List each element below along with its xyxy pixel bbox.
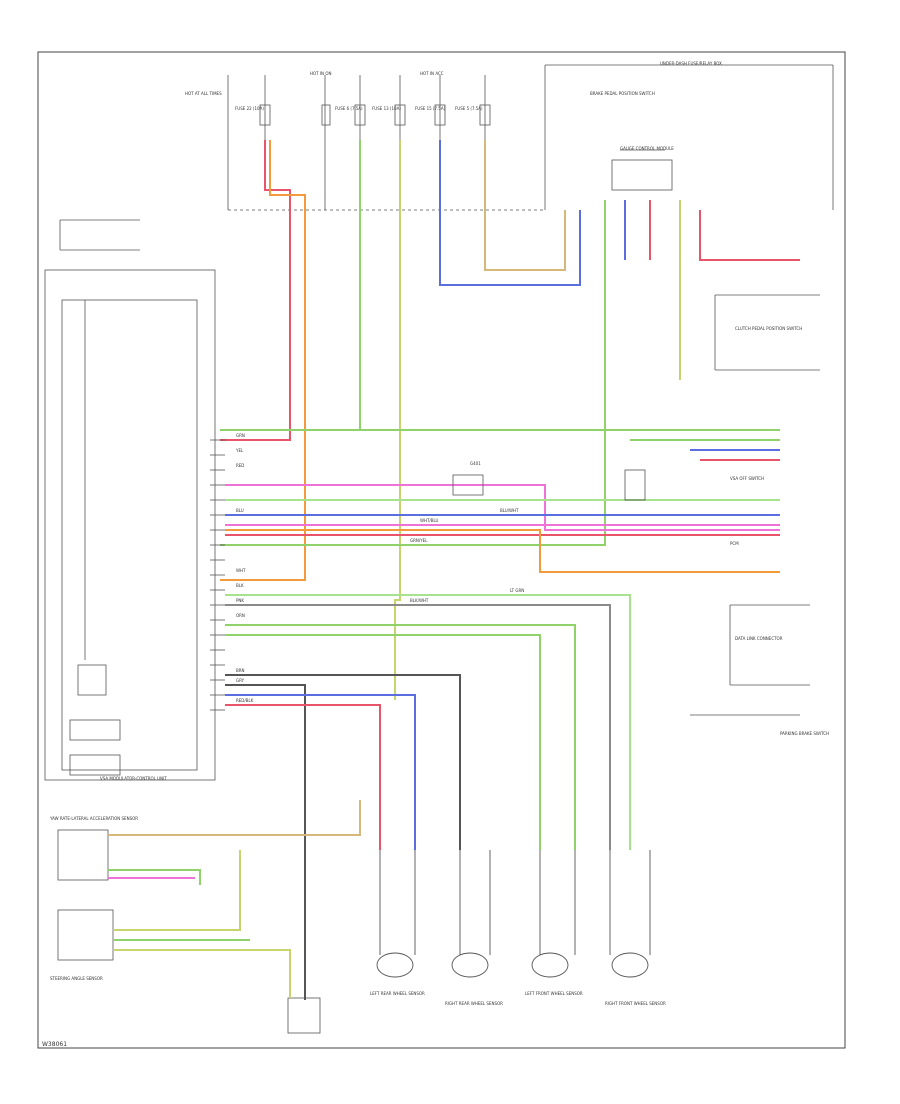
label-vsa-unit: VSA MODULATOR-CONTROL UNIT [100, 776, 167, 781]
vertical-feed-wires [220, 140, 800, 700]
wire-label: RED [236, 463, 244, 468]
label-hot-at-all-times: HOT AT ALL TIMES [185, 91, 222, 96]
label-fuse-b: FUSE 6 (7.5A) [335, 106, 363, 111]
label-dlc: DATA LINK CONNECTOR [735, 636, 783, 641]
right-side-components [452, 294, 820, 716]
wire-label: WHT [236, 568, 246, 573]
label-clutch: CLUTCH PEDAL POSITION SWITCH [735, 326, 802, 331]
label-vsa-off-switch: VSA OFF SWITCH [730, 476, 764, 481]
wire-label: LT GRN [510, 588, 524, 593]
wire-label: BLU/WHT [500, 508, 519, 513]
footer-code: W38061 [42, 1041, 67, 1048]
label-brake-switch: BRAKE PEDAL POSITION SWITCH [590, 91, 655, 96]
label-fuse-d: FUSE 15 (7.5A) [415, 106, 446, 111]
wire-label: BLU [236, 508, 244, 513]
label-pcm: PCM [730, 541, 739, 546]
label-hot-in-on: HOT IN ON [310, 71, 331, 76]
wire-label: GRN [236, 433, 245, 438]
label-fuse-c: FUSE 13 (10A) [372, 106, 401, 111]
label-right-front-sensor: RIGHT FRONT WHEEL SENSOR [605, 1001, 666, 1006]
wheel-sensors [376, 850, 651, 978]
vsa-module [44, 269, 216, 781]
wire-label: BLK/WHT [410, 598, 429, 603]
wire-label: GRN/YEL [410, 538, 428, 543]
module-pins [210, 439, 225, 711]
label-yaw-sensor: YAW RATE-LATERAL ACCELERATION SENSOR [49, 816, 138, 821]
wire-label: BRN [236, 668, 245, 673]
label-gauge: GAUGE CONTROL MODULE [620, 146, 674, 151]
lower-left-wires [108, 800, 361, 998]
fuse-area [227, 64, 834, 211]
upper-left-switch [59, 219, 140, 251]
label-hot-in-acc: HOT IN ACC [420, 71, 444, 76]
wire-label: PNK [236, 598, 244, 603]
label-right-rear-sensor: RIGHT REAR WHEEL SENSOR [445, 1001, 503, 1006]
wire-label: RED/BLK [236, 698, 254, 703]
label-left-front-sensor: LEFT FRONT WHEEL SENSOR [525, 991, 583, 996]
wire-label: WHT/BLU [420, 518, 439, 523]
label-fuse-a: FUSE 22 (10A) [235, 106, 264, 111]
wire-label: BLK [236, 583, 244, 588]
fuse-symbols [259, 104, 491, 126]
wire-label: ORN [236, 613, 245, 618]
annotation-labels: HOT AT ALL TIMES HOT IN ON HOT IN ACC UN… [49, 61, 829, 1006]
horizontal-bus-wires [225, 429, 780, 1000]
label-relay-box: UNDER-DASH FUSE/RELAY BOX [660, 61, 722, 66]
label-steering-sensor: STEERING ANGLE SENSOR [50, 976, 103, 981]
wire-color-labels: GRN YEL RED BLU WHT BLK PNK ORN LT GRN B… [235, 433, 524, 703]
lower-left-sensors [57, 829, 321, 1034]
label-parking: PARKING BRAKE SWITCH [780, 731, 829, 736]
wire-label: GRY [236, 678, 245, 683]
label-fuse-e: FUSE 5 (7.5A) [455, 106, 483, 111]
label-gnd: G401 [470, 461, 481, 466]
label-left-rear-sensor: LEFT REAR WHEEL SENSOR [370, 991, 425, 996]
wire-label: YEL [235, 448, 244, 453]
diagram-frame [37, 51, 846, 1049]
